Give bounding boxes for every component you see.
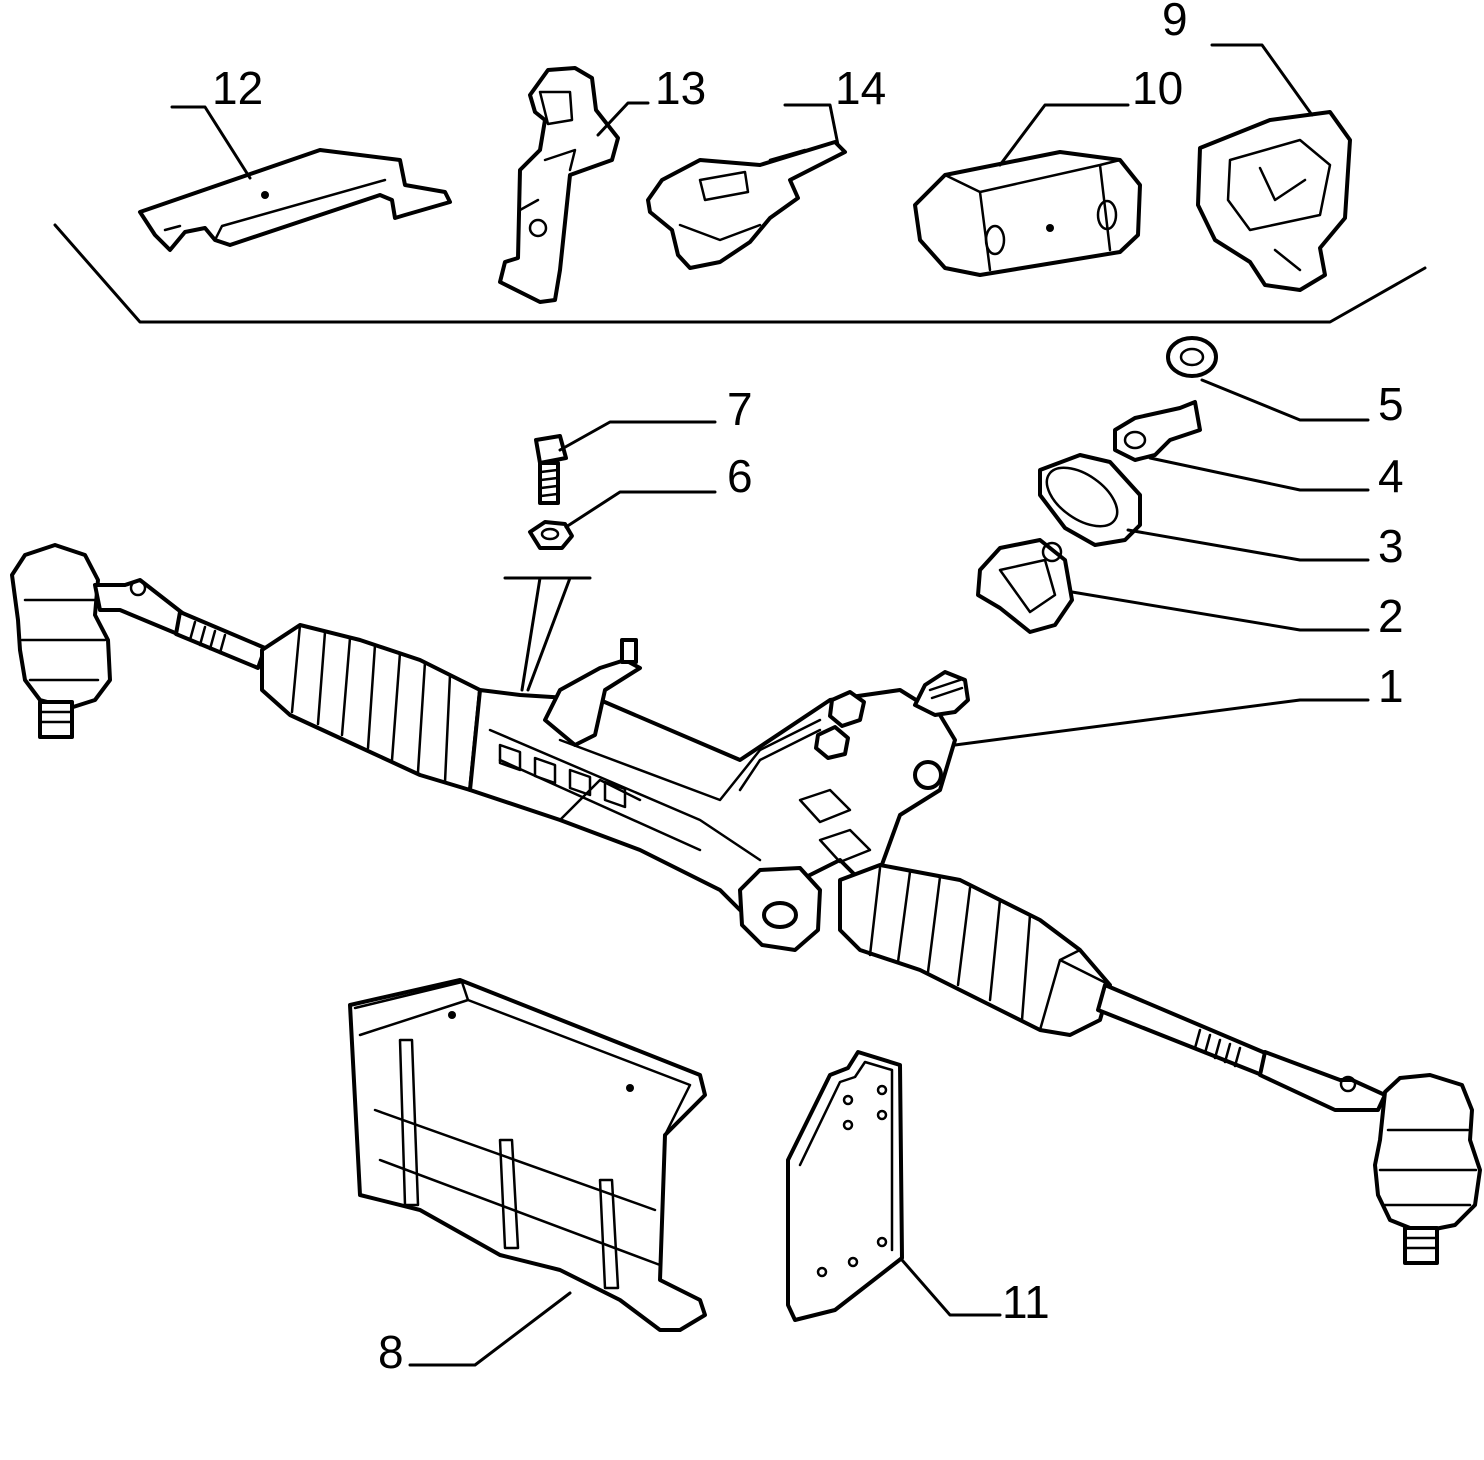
mount-pointer-b — [526, 576, 572, 692]
leader-8 — [408, 1291, 572, 1367]
callout-7: 7 — [727, 383, 753, 435]
callout-6: 6 — [727, 450, 753, 502]
part-1-steering-rack[interactable] — [10, 543, 1482, 1265]
part-8-heat-shield[interactable] — [348, 978, 707, 1332]
part-4-lever[interactable] — [1113, 400, 1202, 462]
leader-11 — [900, 1258, 1002, 1317]
leader-4 — [1148, 456, 1370, 492]
leader-6 — [564, 490, 717, 529]
leader-3 — [1126, 528, 1370, 562]
part-6-nut[interactable] — [528, 520, 574, 550]
part-7-bolt[interactable] — [534, 434, 568, 505]
part-10-rubber-block[interactable] — [913, 150, 1142, 277]
part-5-lock-washer[interactable] — [1166, 336, 1218, 378]
kit-bracket-line — [53, 223, 1427, 324]
leader-9 — [1210, 43, 1314, 117]
leader-12 — [170, 105, 252, 180]
callout-2: 2 — [1378, 590, 1404, 642]
part-14-retainer-clip[interactable] — [646, 140, 847, 270]
callout-10: 10 — [1132, 62, 1183, 114]
callout-8: 8 — [378, 1326, 404, 1378]
callout-5: 5 — [1378, 378, 1404, 430]
callout-14: 14 — [835, 62, 886, 114]
part-11-gasket-plate[interactable] — [786, 1050, 904, 1322]
part-2-dust-cover[interactable] — [976, 538, 1074, 634]
callout-4: 4 — [1378, 450, 1404, 502]
leader-2 — [1070, 590, 1370, 632]
part-9-mount-clip[interactable] — [1196, 110, 1352, 292]
callout-1: 1 — [1378, 660, 1404, 712]
callout-11: 11 — [1002, 1276, 1050, 1328]
callout-9: 9 — [1162, 0, 1188, 45]
callout-3: 3 — [1378, 520, 1404, 572]
part-12-bracket-plate[interactable] — [138, 148, 452, 252]
mount-pointer-a — [520, 576, 542, 692]
leader-10 — [998, 103, 1130, 167]
callout-12: 12 — [212, 62, 263, 114]
part-3-bushing-ring[interactable] — [1037, 453, 1142, 547]
leader-13 — [596, 101, 650, 137]
leader-5 — [1200, 378, 1370, 422]
leader-14 — [783, 103, 840, 147]
leader-7 — [558, 420, 717, 452]
part-13-clip-bracket[interactable] — [498, 66, 620, 304]
leader-1 — [953, 698, 1370, 747]
callout-13: 13 — [655, 62, 706, 114]
